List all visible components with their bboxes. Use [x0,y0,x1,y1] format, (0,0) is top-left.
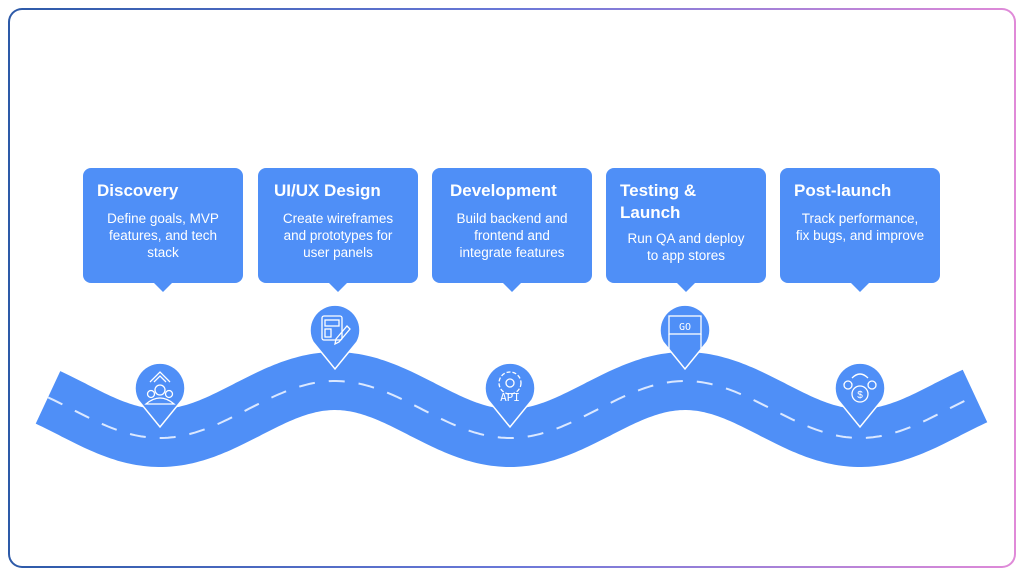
step-card-testing-launch: Testing & Launch Run QA and deploy to ap… [606,168,766,292]
step-title: Discovery [97,181,179,200]
step-description: Run QA and deploy to app stores [627,231,745,263]
step-description: Create wireframes and prototypes for use… [282,211,394,260]
go-icon-text: GO [679,322,691,333]
step-title: Post-launch [794,181,892,200]
money-cycle-icon: $ [843,373,877,403]
api-icon-text: API [500,391,520,404]
step-card-uiux-design: UI/UX Design Create wireframes and proto… [258,168,418,292]
step-description: Define goals, MVP features, and tech sta… [107,211,219,260]
step-description: Build backend and frontend and integrate… [456,211,568,260]
map-pin [134,362,186,429]
team-growth-icon [144,371,176,405]
road-center-dashes [47,380,976,439]
map-pin: GO [659,304,711,371]
step-card-post-launch: Post-launch Track performance, fix bugs,… [780,168,940,292]
step-title: Testing & Launch [620,181,697,222]
step-card-development: Development Build backend and frontend a… [432,168,592,292]
map-pin: $ [834,362,886,429]
dollar-icon-text: $ [857,390,863,401]
map-pin: API [484,362,536,429]
step-title: UI/UX Design [274,181,381,200]
step-description: Track performance, fix bugs, and improve [795,211,925,243]
step-title: Development [450,181,557,200]
go-flag-icon: GO [668,315,702,350]
step-card-discovery: Discovery Define goals, MVP features, an… [83,168,243,292]
wireframe-pencil-icon [321,315,351,346]
map-pin [309,304,361,371]
api-gear-icon: API [498,371,522,404]
